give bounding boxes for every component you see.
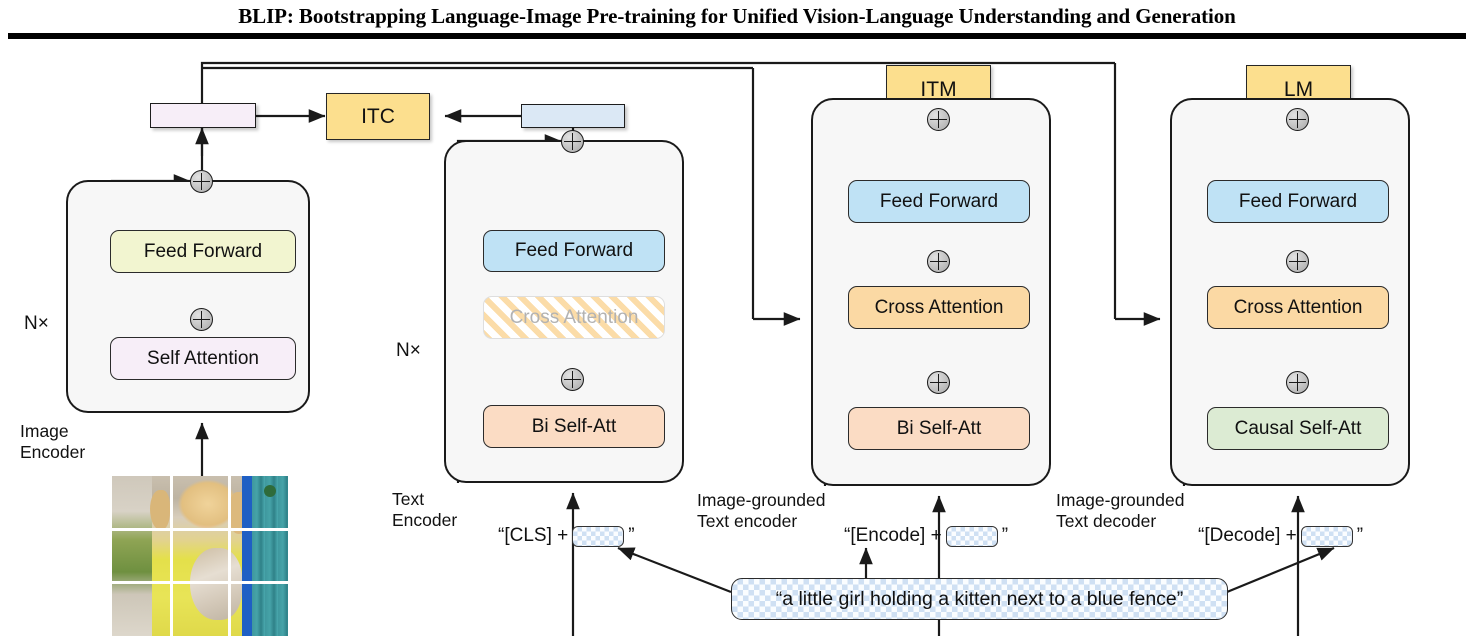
- objective-itc-label: ITC: [361, 104, 395, 128]
- photo-detail-blue-post: [242, 476, 252, 636]
- objective-itc[interactable]: ITC: [326, 93, 430, 140]
- input-image[interactable]: [112, 476, 288, 636]
- text-encoder-input-prefix: “[CLS] +: [498, 525, 569, 546]
- text-encoder-repeat: N×: [396, 340, 421, 361]
- title-bar: BLIP: Bootstrapping Language-Image Pre-t…: [0, 0, 1474, 40]
- ig-text-encoder-add-mid: [927, 250, 950, 273]
- ig-text-decoder-input-suffix: ”: [1356, 525, 1364, 546]
- objective-lm-label: LM: [1283, 78, 1314, 101]
- image-grounded-text-encoder-label: Image-grounded Text encoder: [697, 490, 826, 531]
- text-encoder-cross-attention-label: Cross Attention: [509, 306, 639, 328]
- photo-detail-fence-planks: [252, 476, 288, 636]
- masked-text-token: [572, 525, 625, 547]
- photo-detail-fence-hook: [264, 485, 276, 497]
- ig-text-decoder-input-prefix: “[Decode] +: [1198, 525, 1297, 546]
- ig-text-encoder-add-top: [927, 108, 950, 131]
- image-encoder-feed-forward[interactable]: Feed Forward: [110, 230, 296, 273]
- patch-gridline-v1: [170, 476, 173, 636]
- page-title: BLIP: Bootstrapping Language-Image Pre-t…: [238, 4, 1236, 28]
- ig-text-encoder-bi-self-att[interactable]: Bi Self-Att: [848, 407, 1030, 450]
- ig-text-decoder-feed-forward-label: Feed Forward: [1238, 190, 1358, 212]
- image-encoder-residual-add-top: [190, 170, 213, 193]
- image-encoder-residual-add-bottom: [190, 308, 213, 331]
- image-encoder-repeat: N×: [24, 313, 49, 334]
- text-encoder-label: Text Encoder: [392, 489, 458, 530]
- ig-text-encoder-feed-forward-label: Feed Forward: [879, 190, 999, 212]
- text-embedding-bar: [521, 104, 625, 128]
- ig-text-decoder-add-bottom: [1286, 371, 1309, 394]
- text-encoder-input-suffix: ”: [628, 525, 635, 546]
- text-encoder-residual-add-top: [561, 130, 584, 153]
- text-encoder-cross-attention-disabled: Cross Attention: [483, 296, 665, 339]
- image-encoder-feed-forward-label: Feed Forward: [143, 240, 263, 262]
- text-encoder-bi-self-att[interactable]: Bi Self-Att: [483, 405, 665, 448]
- ig-text-encoder-feed-forward[interactable]: Feed Forward: [848, 180, 1030, 223]
- patch-gridline-h2: [112, 581, 288, 584]
- text-encoder-feed-forward-label: Feed Forward: [514, 240, 634, 261]
- image-grounded-text-decoder-label: Image-grounded Text decoder: [1056, 490, 1185, 531]
- text-encoder-feed-forward[interactable]: Feed Forward: [483, 230, 665, 272]
- masked-text-token: [945, 525, 998, 547]
- photo-detail-kitten: [190, 548, 242, 620]
- ig-text-encoder-cross-attention[interactable]: Cross Attention: [848, 286, 1030, 329]
- ig-text-decoder-cross-attention[interactable]: Cross Attention: [1207, 286, 1389, 329]
- ig-text-decoder-add-top: [1286, 108, 1309, 131]
- patch-gridline-v2: [228, 476, 231, 636]
- image-encoder-self-attention-label: Self Attention: [147, 347, 259, 369]
- ig-text-decoder-causal-self-att-label: Causal Self-Att: [1234, 417, 1362, 439]
- ig-text-decoder-input-token: “[Decode] + ”: [1198, 525, 1363, 547]
- text-encoder-bi-self-att-label: Bi Self-Att: [531, 415, 617, 437]
- objective-itm-label: ITM: [920, 78, 957, 101]
- ig-text-decoder-feed-forward[interactable]: Feed Forward: [1207, 180, 1389, 223]
- caption-text-box[interactable]: “a little girl holding a kitten next to …: [731, 578, 1228, 620]
- ig-text-encoder-bi-self-att-label: Bi Self-Att: [896, 417, 982, 439]
- text-encoder-input-token: “[CLS] + ”: [498, 525, 635, 547]
- text-encoder-residual-add-bottom: [561, 368, 584, 391]
- image-encoder-self-attention[interactable]: Self Attention: [110, 337, 296, 380]
- image-embedding-bar: [150, 103, 256, 128]
- photo-detail-hair-left: [150, 490, 170, 530]
- ig-text-encoder-input-prefix: “[Encode] +: [844, 525, 942, 546]
- ig-text-encoder-input-suffix: ”: [1001, 525, 1009, 546]
- ig-text-encoder-add-bottom: [927, 371, 950, 394]
- patch-gridline-h1: [112, 528, 288, 531]
- ig-text-decoder-add-mid: [1286, 250, 1309, 273]
- masked-text-token: [1300, 525, 1353, 547]
- ig-text-encoder-input-token: “[Encode] + ”: [844, 525, 1008, 547]
- architecture-diagram: ITC ITM LM N× Feed Forward Self Attentio…: [0, 40, 1474, 636]
- ig-text-decoder-causal-self-att[interactable]: Causal Self-Att: [1207, 407, 1389, 450]
- image-encoder-label: Image Encoder: [20, 421, 86, 462]
- title-divider: [8, 33, 1466, 39]
- ig-text-decoder-cross-attention-label: Cross Attention: [1233, 296, 1363, 318]
- ig-text-encoder-cross-attention-label: Cross Attention: [874, 296, 1004, 318]
- caption-label: “a little girl holding a kitten next to …: [775, 587, 1184, 610]
